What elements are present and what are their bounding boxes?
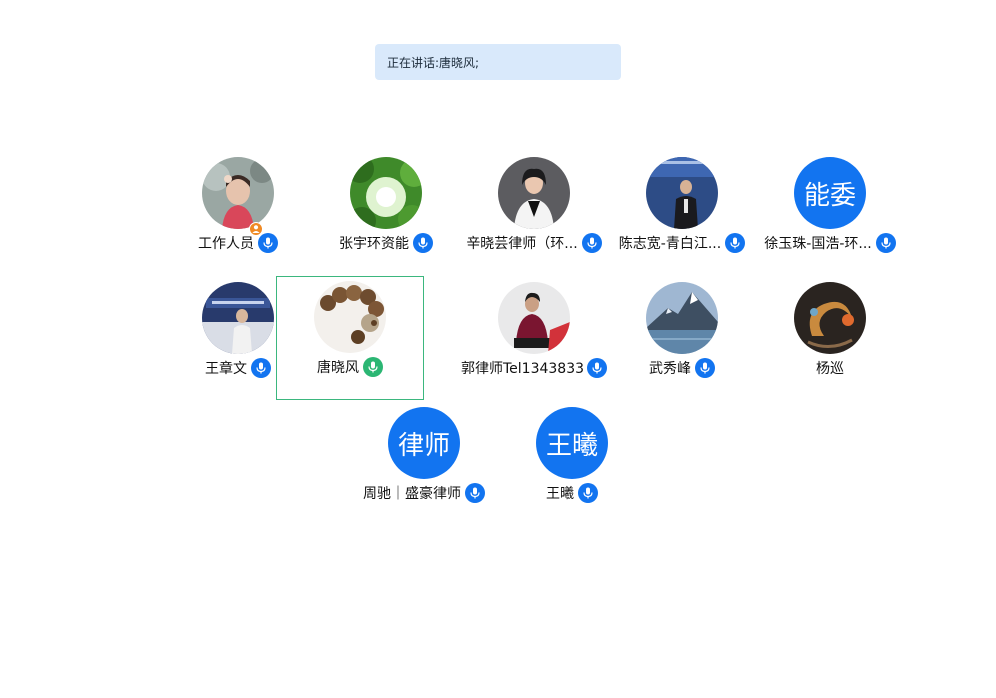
mic-icon[interactable] (578, 483, 598, 503)
participant-name: 张宇环资能 (339, 236, 409, 252)
name-row: 工作人员 (164, 232, 312, 254)
mic-icon[interactable] (875, 233, 896, 253)
participant-tile[interactable]: 辛晓芸律师（环... (460, 152, 608, 276)
participant-name: 唐晓风 (317, 360, 359, 376)
name-row: 徐玉珠-国浩-环... (756, 232, 904, 254)
name-row: 杨巡 (756, 357, 904, 379)
participant-name: 工作人员 (198, 236, 254, 252)
name-row: 辛晓芸律师（环... (460, 232, 608, 254)
host-badge (249, 222, 263, 236)
avatar-photo (498, 157, 570, 229)
name-row: 张宇环资能 (312, 232, 460, 254)
avatar-initials: 王曦 (536, 407, 608, 479)
name-row: 郭律师Tel13438331... (460, 357, 608, 379)
avatar (498, 157, 570, 229)
participant-tile[interactable]: 王章文 (164, 277, 312, 401)
name-row: 王章文 (164, 357, 312, 379)
avatar-photo (646, 157, 718, 229)
avatar-photo (202, 157, 274, 229)
participant-name: 辛晓芸律师（环... (466, 236, 578, 252)
mic-icon[interactable] (725, 233, 746, 253)
mic-icon[interactable] (695, 358, 715, 378)
participant-tile[interactable]: 王曦 王曦 (498, 402, 646, 526)
avatar (350, 157, 422, 229)
participant-tile[interactable]: 陈志宽-青白江... (608, 152, 756, 276)
mic-icon[interactable] (587, 358, 607, 378)
avatar (202, 157, 274, 229)
avatar (202, 282, 274, 354)
avatar-photo (498, 282, 570, 354)
participant-name: 杨巡 (816, 361, 844, 377)
mic-icon[interactable] (581, 233, 602, 253)
mic-icon[interactable] (258, 233, 278, 253)
participant-tile[interactable]: 律师 周驰｜盛豪律师 (350, 402, 498, 526)
avatar-photo (646, 282, 718, 354)
participant-tile-active[interactable]: 唐晓风 (276, 276, 424, 400)
avatar-photo (794, 282, 866, 354)
avatar-photo (314, 281, 386, 353)
name-row: 周驰｜盛豪律师 (350, 482, 498, 504)
avatar (794, 282, 866, 354)
mic-speaking-icon[interactable] (363, 357, 383, 377)
avatar-initials: 能委 (794, 157, 866, 229)
mic-icon[interactable] (465, 483, 485, 503)
name-row: 唐晓风 (276, 356, 424, 378)
participant-tile[interactable]: 武秀峰 (608, 277, 756, 401)
participant-tile[interactable]: 杨巡 (756, 277, 904, 401)
participant-name: 王章文 (205, 361, 247, 377)
speaking-name: 唐晓风; (439, 55, 480, 70)
speaking-banner: 正在讲话: 唐晓风; (375, 44, 621, 80)
mic-icon[interactable] (251, 358, 271, 378)
avatar (646, 282, 718, 354)
avatar-initials: 律师 (388, 407, 460, 479)
participant-name: 陈志宽-青白江... (618, 236, 722, 252)
participant-tile[interactable]: 张宇环资能 (312, 152, 460, 276)
name-row: 武秀峰 (608, 357, 756, 379)
participant-tile[interactable]: 工作人员 (164, 152, 312, 276)
participant-name: 武秀峰 (649, 361, 691, 377)
avatar (646, 157, 718, 229)
avatar (498, 282, 570, 354)
participant-tile[interactable]: 郭律师Tel13438331... (460, 277, 608, 401)
mic-icon[interactable] (413, 233, 433, 253)
participant-name: 王曦 (546, 486, 574, 502)
avatar (314, 281, 386, 353)
avatar-photo (350, 157, 422, 229)
name-row: 王曦 (498, 482, 646, 504)
user-icon (252, 225, 260, 233)
participant-name: 周驰｜盛豪律师 (363, 486, 461, 502)
participant-name: 郭律师Tel13438331... (461, 361, 583, 377)
participant-name: 徐玉珠-国浩-环... (764, 236, 872, 252)
name-row: 陈志宽-青白江... (608, 232, 756, 254)
participant-tile[interactable]: 能委 徐玉珠-国浩-环... (756, 152, 904, 276)
speaking-label: 正在讲话: (387, 55, 440, 70)
avatar-photo (202, 282, 274, 354)
